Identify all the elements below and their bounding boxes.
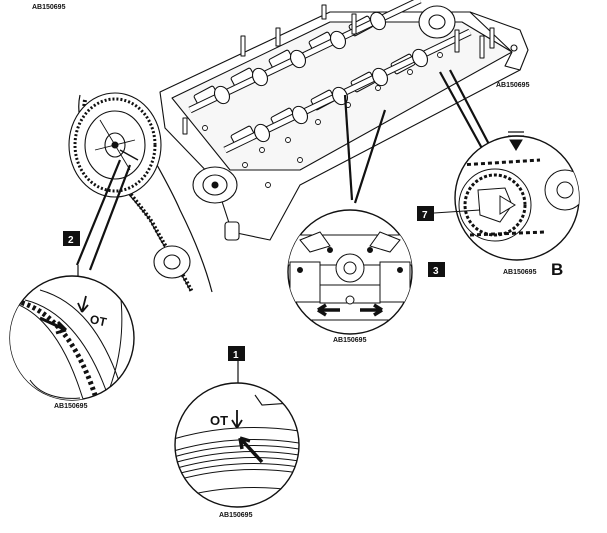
figure-code-detail-b: AB150695 xyxy=(503,269,537,276)
detail-circle-pulley-mark: OT xyxy=(9,275,135,401)
timing-belt-pulley xyxy=(68,92,213,293)
callout-badge-7 xyxy=(417,206,434,221)
down-arrow-icon xyxy=(77,295,89,313)
cylinder-head xyxy=(159,0,529,241)
leader-seven xyxy=(433,209,481,214)
callout-label-2: 2 xyxy=(68,235,74,246)
view-label-b: B xyxy=(551,260,563,279)
detail-circle-camshaft-center xyxy=(287,209,413,335)
leader-lines xyxy=(75,69,493,271)
figure-code-detail-2: AB150695 xyxy=(54,403,88,410)
pointer-arrow-icon-crank xyxy=(238,436,264,464)
callout-label-7: 7 xyxy=(422,210,428,221)
right-arrow-icon xyxy=(360,303,383,317)
down-arrow-icon-crank xyxy=(231,410,243,429)
callout-badge-3 xyxy=(428,262,445,277)
callout-label-3: 3 xyxy=(433,266,439,277)
detail-circle-crankshaft-mark: OT xyxy=(174,382,300,508)
left-arrow-icon xyxy=(317,303,340,317)
callout-badge-2 xyxy=(63,231,80,246)
dash-mark-icon xyxy=(508,131,524,137)
ot-mark-crankshaft: OT xyxy=(210,413,228,428)
pointer-arrow-icon xyxy=(39,316,68,335)
triangle-mark-icon xyxy=(509,139,523,151)
detail-circle-cam-sprocket xyxy=(454,131,580,261)
callout-label-1: 1 xyxy=(233,350,239,361)
figure-code-top-left: AB150695 xyxy=(32,4,66,11)
figure-code-engine: AB150695 xyxy=(496,82,530,89)
ot-mark-pulley: OT xyxy=(89,312,109,329)
figure-code-detail-1: AB150695 xyxy=(219,512,253,519)
figure-code-detail-3: AB150695 xyxy=(333,337,367,344)
callout-badge-1 xyxy=(228,346,245,361)
